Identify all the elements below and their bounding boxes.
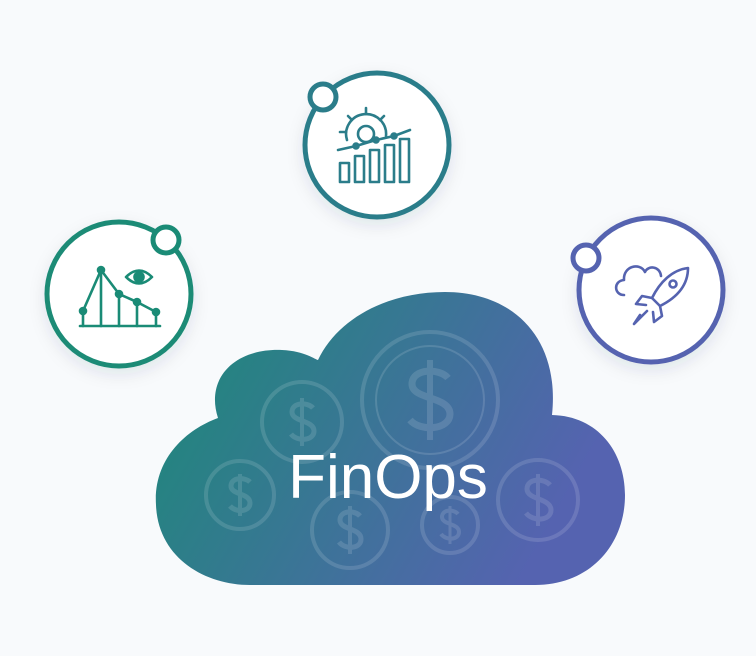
node-analytics: [44, 219, 194, 369]
dollar-coin-icon: [204, 459, 276, 531]
dollar-coin-icon: [420, 495, 480, 555]
node-optimize: [302, 70, 452, 220]
node-connector: [307, 81, 339, 113]
cloud-shape: [155, 292, 625, 585]
dollar-coin-icon: [496, 458, 580, 542]
analytics-eye-icon: [78, 265, 162, 328]
finops-title: FinOps: [288, 443, 488, 512]
dollar-coin-icon: [360, 330, 500, 470]
node-connector: [150, 224, 182, 256]
node-connector: [570, 242, 602, 274]
cloud-coins: [204, 330, 580, 570]
dollar-coin-icon: [260, 380, 344, 464]
node-launch: [570, 215, 726, 365]
finops-cloud: FinOps: [155, 292, 625, 585]
dollar-coin-icon: [310, 490, 390, 570]
cloud-rocket-icon: [614, 265, 690, 326]
gear-bar-chart-icon: [336, 106, 412, 184]
